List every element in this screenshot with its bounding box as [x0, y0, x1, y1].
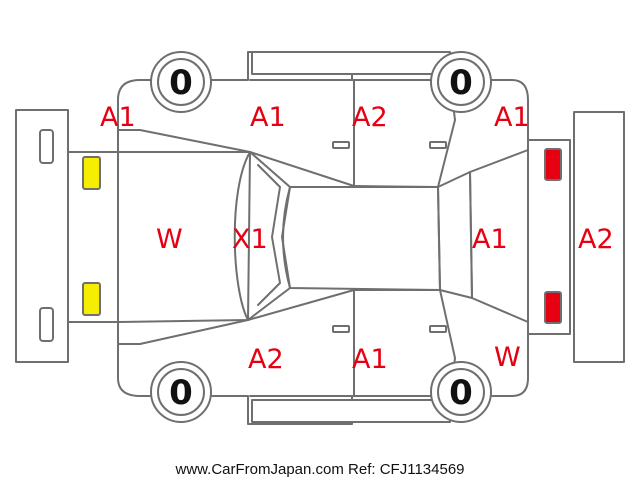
front-left-lamp [82, 156, 101, 190]
wheel-rear-right [430, 361, 492, 423]
left-front-door-handle [332, 141, 350, 149]
damage-code-hood: W [156, 224, 183, 255]
right-front-door [247, 289, 355, 397]
damage-code-rear-bumper: A2 [578, 224, 614, 255]
rear-bumper [573, 111, 625, 363]
windshield-panel [233, 151, 291, 321]
damage-code-windshield: X1 [232, 224, 268, 255]
rear-right-lamp [544, 291, 562, 324]
tire-label-rear-right: 0 [449, 373, 473, 413]
damage-code-left-rear-door: A2 [352, 102, 388, 133]
front-bumper-left-mount [39, 129, 54, 164]
tire-label-front-right: 0 [169, 373, 193, 413]
rear-left-lamp [544, 148, 562, 181]
damage-code-right-rear-door: A1 [352, 344, 388, 375]
rear-window-panel [437, 171, 473, 299]
damage-code-right-front-door: A2 [248, 344, 284, 375]
wheel-rear-left [430, 51, 492, 113]
rear-section [527, 139, 571, 335]
left-rear-door-handle [429, 141, 447, 149]
left-roof-rail [251, 51, 451, 75]
damage-code-left-front-door: A1 [250, 102, 286, 133]
damage-code-trunk-lid: A1 [472, 224, 508, 255]
wheel-front-right [150, 361, 212, 423]
right-rear-door-handle [429, 325, 447, 333]
damage-code-front-left-fender: A1 [100, 102, 136, 133]
damage-code-rear-right-quarter: W [494, 342, 521, 373]
windshield-inner [257, 164, 281, 306]
wheel-front-left [150, 51, 212, 113]
left-front-fender-line [117, 129, 251, 153]
tire-label-front-left: 0 [169, 63, 193, 103]
left-front-door [249, 79, 355, 187]
right-rear-door [353, 289, 456, 397]
damage-code-rear-left-quarter: A1 [494, 102, 530, 133]
right-front-door-handle [332, 325, 350, 333]
front-right-lamp [82, 282, 101, 316]
right-front-fender-line [117, 319, 249, 345]
tire-label-rear-left: 0 [449, 63, 473, 103]
hood-panel [117, 151, 251, 323]
watermark-text: www.CarFromJapan.com Ref: CFJ1134569 [175, 461, 465, 478]
left-rear-door [353, 79, 456, 188]
front-bumper-right-mount [39, 307, 54, 342]
front-bumper [15, 109, 69, 363]
roof-panel [282, 186, 441, 291]
right-roof-rail [251, 399, 451, 423]
